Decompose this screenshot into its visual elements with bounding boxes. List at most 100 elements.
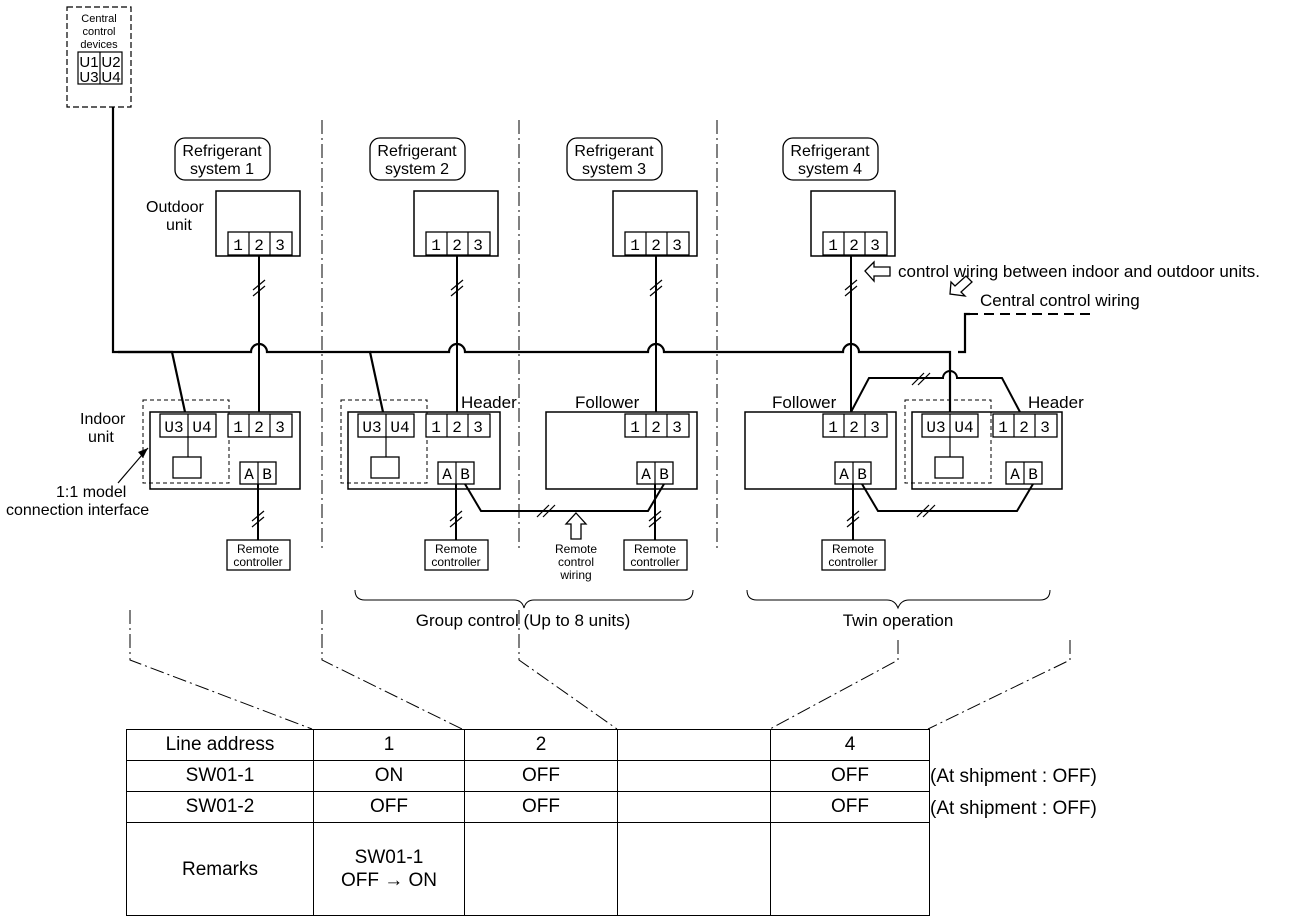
- table-row: SW01-1 ON OFF OFF: [126, 760, 930, 792]
- svg-text:1: 1: [828, 237, 838, 255]
- svg-text:2: 2: [1019, 419, 1029, 437]
- svg-text:2: 2: [849, 237, 859, 255]
- svg-text:Refrigerant: Refrigerant: [182, 143, 262, 160]
- interface-label-1: 1:1 model: [56, 484, 126, 501]
- svg-text:A: A: [641, 466, 651, 484]
- follower-label-twin: Follower: [772, 393, 837, 412]
- svg-text:B: B: [460, 466, 470, 484]
- central-wiring-note: Central control wiring: [980, 291, 1140, 310]
- terminal-u4: U4: [101, 69, 120, 86]
- indoor-unit-label-2: unit: [88, 429, 114, 446]
- svg-text:1: 1: [431, 237, 441, 255]
- indoor-unit-label-1: Indoor: [80, 411, 126, 428]
- svg-text:Remote: Remote: [435, 542, 477, 556]
- indoor-unit-1: U3 U4 1 2 3 A B: [142, 399, 301, 490]
- svg-text:3: 3: [275, 237, 285, 255]
- remote-controller-3: Remote controller: [623, 539, 688, 571]
- table-leader-lines: [129, 610, 1071, 730]
- remote-wiring-label-3: wiring: [559, 568, 591, 582]
- remote-wiring-label-2: control: [558, 555, 594, 569]
- svg-text:1: 1: [998, 419, 1008, 437]
- outdoor-unit-2: 1 2 3: [413, 190, 499, 257]
- central-control-device: Central control devices U1 U2 U3 U4: [66, 6, 132, 108]
- svg-text:controller: controller: [233, 555, 282, 569]
- indoor-unit-3: 1 2 3 A B: [545, 411, 698, 490]
- twin-operation-label: Twin operation: [843, 611, 954, 630]
- svg-text:controller: controller: [431, 555, 480, 569]
- svg-text:A: A: [244, 466, 254, 484]
- svg-text:U4: U4: [954, 419, 973, 437]
- refrigerant-system-1: Refrigerant system 1: [174, 137, 271, 181]
- svg-text:system 1: system 1: [190, 161, 254, 178]
- svg-text:2: 2: [452, 419, 462, 437]
- shipment-note-sw01-1: (At shipment : OFF): [930, 766, 1097, 787]
- central-control-bus: [111, 107, 970, 413]
- outdoor-unit-1: 1 2 3: [215, 190, 301, 257]
- svg-text:B: B: [1028, 466, 1038, 484]
- header-label-group: Header: [461, 393, 517, 412]
- line-address-table: Line address 1 2 4 SW01-1 ON OFF OFF SW0…: [126, 729, 930, 916]
- svg-text:3: 3: [1040, 419, 1050, 437]
- table-row-remarks: Remarks SW01-1 OFF → ON: [126, 822, 930, 916]
- terminal-u3: U3: [79, 69, 98, 86]
- svg-text:3: 3: [672, 419, 682, 437]
- svg-text:2: 2: [651, 419, 661, 437]
- refrigerant-system-4: Refrigerant system 4: [782, 137, 879, 181]
- svg-text:system 4: system 4: [798, 161, 862, 178]
- svg-text:U3: U3: [926, 419, 945, 437]
- svg-text:Refrigerant: Refrigerant: [790, 143, 870, 160]
- indoor-outdoor-arrow: [864, 260, 891, 283]
- shipment-note-sw01-2: (At shipment : OFF): [930, 798, 1097, 819]
- remote-wiring-slashes: [536, 504, 936, 518]
- remote-controller-1: Remote controller: [226, 539, 291, 571]
- svg-text:U4: U4: [192, 419, 211, 437]
- indoor-unit-2: U3 U4 1 2 3 A B: [340, 399, 501, 490]
- outdoor-unit-label-2: unit: [166, 217, 192, 234]
- svg-text:2: 2: [849, 419, 859, 437]
- svg-text:U3: U3: [362, 419, 381, 437]
- follower-label-group: Follower: [575, 393, 640, 412]
- svg-text:Remote: Remote: [634, 542, 676, 556]
- indoor-unit-5: U3 U4 1 2 3 A B: [904, 399, 1063, 490]
- remote-wiring-label-1: Remote: [555, 542, 597, 556]
- svg-text:3: 3: [275, 419, 285, 437]
- svg-text:1: 1: [630, 237, 640, 255]
- svg-text:system 2: system 2: [385, 161, 449, 178]
- svg-text:1: 1: [233, 237, 243, 255]
- svg-text:Refrigerant: Refrigerant: [377, 143, 457, 160]
- twin-wiring-slashes: [911, 372, 931, 386]
- svg-text:1: 1: [431, 419, 441, 437]
- svg-text:1: 1: [630, 419, 640, 437]
- svg-text:B: B: [262, 466, 272, 484]
- terminal-u1: U1: [79, 54, 98, 71]
- svg-text:3: 3: [672, 237, 682, 255]
- svg-text:1: 1: [233, 419, 243, 437]
- remote-controller-2: Remote controller: [424, 539, 489, 571]
- svg-text:3: 3: [473, 237, 483, 255]
- refrigerant-system-2: Refrigerant system 2: [369, 137, 466, 181]
- svg-text:3: 3: [870, 237, 880, 255]
- svg-text:A: A: [442, 466, 452, 484]
- svg-text:2: 2: [452, 237, 462, 255]
- svg-text:3: 3: [870, 419, 880, 437]
- outdoor-unit-3: 1 2 3: [612, 190, 698, 257]
- svg-text:U4: U4: [390, 419, 409, 437]
- central-label-3: devices: [80, 39, 118, 51]
- svg-text:Remote: Remote: [832, 542, 874, 556]
- central-label-2: control: [82, 26, 115, 38]
- svg-text:U3: U3: [164, 419, 183, 437]
- svg-text:B: B: [857, 466, 867, 484]
- svg-text:controller: controller: [630, 555, 679, 569]
- svg-text:system 3: system 3: [582, 161, 646, 178]
- svg-text:2: 2: [651, 237, 661, 255]
- indoor-unit-4: 1 2 3 A B: [744, 411, 897, 490]
- table-row: SW01-2 OFF OFF OFF: [126, 791, 930, 823]
- svg-text:controller: controller: [828, 555, 877, 569]
- central-wiring-arrow: [949, 275, 973, 297]
- svg-text:2: 2: [254, 237, 264, 255]
- remote-controller-wires: [257, 484, 854, 540]
- svg-text:Remote: Remote: [237, 542, 279, 556]
- svg-text:1: 1: [828, 419, 838, 437]
- terminal-u2: U2: [101, 54, 120, 71]
